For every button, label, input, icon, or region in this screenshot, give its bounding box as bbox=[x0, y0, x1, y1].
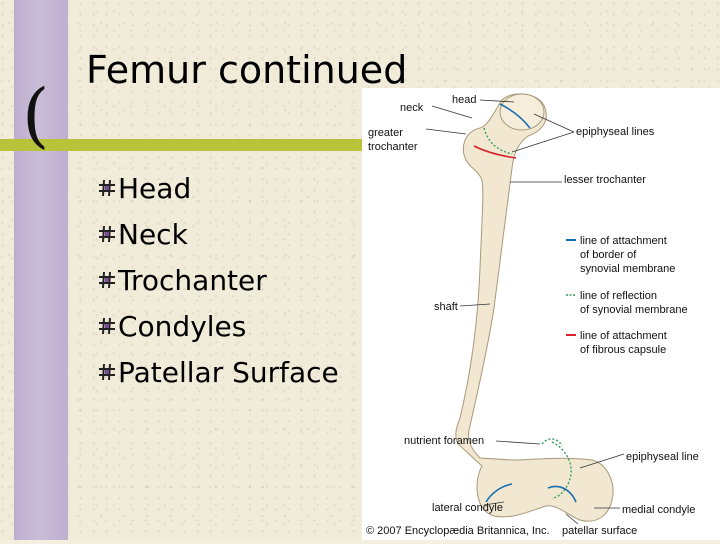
hash-bullet-icon bbox=[99, 225, 115, 243]
nutrient-foramen-line bbox=[541, 438, 563, 447]
decorative-bracket: ( bbox=[22, 74, 50, 156]
bullet-item-condyles: Condyles bbox=[96, 303, 339, 349]
label-lesser-trochanter: lesser trochanter bbox=[564, 174, 646, 186]
synovial-reflection-line bbox=[483, 127, 513, 155]
femur-bone-shape bbox=[455, 93, 614, 522]
copyright-credit: © 2007 Encyclopædia Britannica, Inc. bbox=[366, 525, 550, 537]
bullet-text: Trochanter bbox=[118, 263, 267, 297]
hash-bullet-icon bbox=[99, 363, 115, 381]
legend: line of attachment of border of synovial… bbox=[566, 235, 688, 356]
hash-bullet-icon bbox=[99, 271, 115, 289]
slide-title: Femur continued bbox=[86, 48, 408, 92]
bullet-text: Condyles bbox=[118, 309, 247, 343]
label-greater-2: trochanter bbox=[368, 141, 418, 153]
bullet-item-patellar-surface: Patellar Surface bbox=[96, 349, 339, 395]
legend-text: line of reflection bbox=[580, 290, 657, 302]
distal-reflection-line bbox=[551, 441, 572, 499]
bullet-item-head: Head bbox=[96, 165, 339, 211]
legend-text: line of attachment bbox=[580, 330, 667, 342]
label-shaft: shaft bbox=[434, 301, 458, 313]
distal-lateral-line bbox=[485, 483, 513, 503]
title-underline-bar bbox=[0, 139, 362, 151]
femur-illustration: head neck greater trochanter epiphyseal … bbox=[366, 93, 699, 537]
bullet-list: Head Neck Trochanter Condyles Patellar S… bbox=[96, 165, 339, 395]
synovial-border-line bbox=[499, 103, 531, 129]
left-purple-band bbox=[14, 0, 68, 540]
label-medial-condyle: medial condyle bbox=[622, 504, 695, 516]
fibrous-capsule-line bbox=[473, 145, 517, 159]
legend-text: line of attachment bbox=[580, 235, 667, 247]
hash-bullet-icon bbox=[99, 179, 115, 197]
legend-text: of synovial membrane bbox=[580, 304, 688, 316]
label-epiphyseal-line: epiphyseal line bbox=[626, 451, 699, 463]
label-epiphyseal-lines: epiphyseal lines bbox=[576, 126, 655, 138]
hash-bullet-icon bbox=[99, 317, 115, 335]
label-nutrient-foramen: nutrient foramen bbox=[404, 435, 484, 447]
label-head: head bbox=[452, 94, 476, 106]
bullet-text: Neck bbox=[118, 217, 188, 251]
legend-text: of fibrous capsule bbox=[580, 344, 666, 356]
label-neck: neck bbox=[400, 102, 424, 114]
femur-diagram: head neck greater trochanter epiphyseal … bbox=[362, 88, 720, 540]
bullet-text: Head bbox=[118, 171, 192, 205]
legend-text: of border of bbox=[580, 249, 637, 261]
label-lateral-condyle: lateral condyle bbox=[432, 502, 503, 514]
label-greater-1: greater bbox=[368, 127, 403, 139]
femur-head bbox=[499, 93, 545, 131]
leader-lines bbox=[425, 99, 625, 525]
distal-border-line bbox=[547, 485, 577, 503]
label-patellar-surface: patellar surface bbox=[562, 525, 637, 537]
bullet-item-trochanter: Trochanter bbox=[96, 257, 339, 303]
legend-text: synovial membrane bbox=[580, 263, 675, 275]
bullet-item-neck: Neck bbox=[96, 211, 339, 257]
bullet-text: Patellar Surface bbox=[118, 355, 339, 389]
